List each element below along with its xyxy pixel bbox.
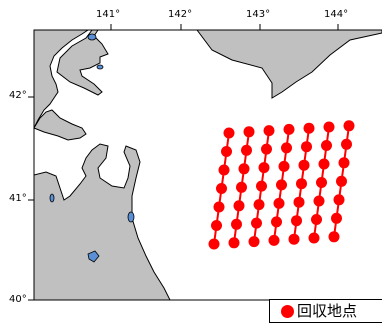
lon-tick-141: 141° bbox=[96, 9, 121, 20]
recovery-point-marker bbox=[283, 123, 295, 135]
recovery-point-marker bbox=[338, 157, 350, 169]
recovery-point-marker bbox=[221, 146, 232, 157]
recovery-point-marker bbox=[336, 175, 347, 187]
recovery-point-marker bbox=[223, 127, 235, 139]
recovery-point-marker bbox=[331, 212, 342, 224]
recovery-point-marker bbox=[316, 177, 327, 188]
recovery-point-marker bbox=[276, 179, 287, 191]
recovery-point-marker bbox=[251, 217, 262, 229]
recovery-point-marker bbox=[293, 196, 305, 208]
recovery-point-marker bbox=[288, 233, 300, 245]
recovery-point-marker bbox=[238, 163, 250, 175]
recovery-point-marker bbox=[253, 199, 265, 211]
recovery-point-marker bbox=[208, 238, 220, 250]
recovery-points-layer bbox=[208, 120, 355, 250]
recovery-point-marker bbox=[231, 218, 242, 230]
lon-tick-144: 144° bbox=[324, 9, 349, 20]
recovery-point-marker bbox=[301, 141, 312, 153]
recovery-point-marker bbox=[321, 140, 332, 151]
recovery-point-marker bbox=[243, 126, 255, 138]
lat-tick-42: 42° bbox=[9, 90, 27, 101]
honshu-landmass bbox=[33, 143, 171, 301]
recovery-point-marker bbox=[271, 216, 282, 228]
recovery-point-marker bbox=[273, 197, 285, 209]
recovery-point-marker bbox=[343, 120, 355, 132]
recovery-point-marker bbox=[218, 164, 230, 176]
recovery-point-marker bbox=[298, 159, 310, 171]
recovery-point-legend-marker bbox=[281, 304, 294, 318]
legend-label: 回収地点 bbox=[297, 302, 358, 320]
recovery-point-marker bbox=[308, 232, 320, 244]
lon-tick-142: 142° bbox=[168, 9, 193, 20]
recovery-point-marker bbox=[263, 125, 275, 137]
recovery-point-marker bbox=[341, 138, 352, 150]
recovery-point-marker bbox=[258, 162, 270, 174]
recovery-point-marker bbox=[216, 183, 227, 194]
recovery-point-marker bbox=[233, 200, 245, 212]
recovery-point-marker bbox=[281, 142, 292, 154]
recovery-point-marker bbox=[333, 194, 345, 206]
recovery-point-marker bbox=[328, 231, 340, 243]
recovery-point-marker bbox=[261, 143, 272, 155]
recovery-point-marker bbox=[313, 195, 325, 207]
recovery-point-marker bbox=[228, 237, 240, 249]
recovery-point-marker bbox=[211, 220, 222, 231]
hokkaido-southwest-landmass bbox=[34, 29, 109, 96]
lake-ogawara bbox=[127, 211, 135, 223]
recovery-point-marker bbox=[303, 122, 315, 134]
cape-matsumae bbox=[33, 109, 87, 141]
lake-toya bbox=[87, 33, 97, 41]
lon-tick-143: 143° bbox=[246, 9, 271, 20]
recovery-point-marker bbox=[278, 160, 290, 172]
lat-tick-40: 40° bbox=[9, 294, 27, 305]
recovery-point-marker bbox=[248, 236, 260, 248]
recovery-point-marker bbox=[213, 201, 225, 213]
hokkaido-landmass bbox=[34, 29, 382, 99]
recovery-point-marker bbox=[236, 181, 247, 193]
recovery-point-marker bbox=[268, 234, 280, 246]
lake-towada bbox=[87, 250, 100, 263]
recovery-point-marker bbox=[241, 144, 252, 156]
map-legend: 回収地点 bbox=[269, 299, 382, 323]
recovery-point-marker bbox=[256, 180, 267, 192]
oshima-peninsula bbox=[33, 29, 90, 129]
recovery-point-marker bbox=[318, 158, 330, 170]
recovery-point-marker bbox=[291, 215, 302, 227]
recovery-point-marker bbox=[311, 214, 322, 225]
lake-jusan bbox=[49, 193, 55, 203]
lake-onuma bbox=[96, 64, 104, 70]
recovery-point-marker bbox=[296, 178, 307, 190]
recovery-point-marker bbox=[323, 121, 335, 133]
lat-tick-41: 41° bbox=[9, 193, 27, 204]
